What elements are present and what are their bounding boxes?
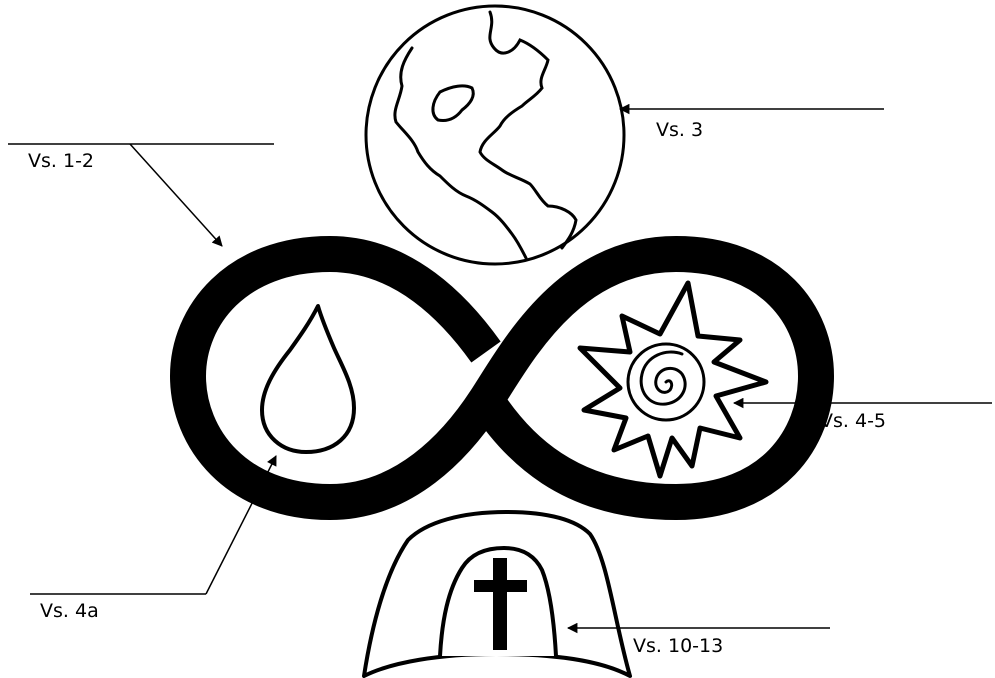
sun-icon xyxy=(580,283,766,476)
globe-icon xyxy=(366,6,624,264)
water-drop-icon xyxy=(262,306,354,452)
label-vs-1-2: Vs. 1-2 xyxy=(28,152,94,171)
label-vs-4a: Vs. 4a xyxy=(40,602,99,621)
label-vs-10-13: Vs. 10-13 xyxy=(633,637,723,656)
label-vs-4-5: Vs. 4-5 xyxy=(820,412,886,431)
label-vs-3: Vs. 3 xyxy=(656,121,703,140)
